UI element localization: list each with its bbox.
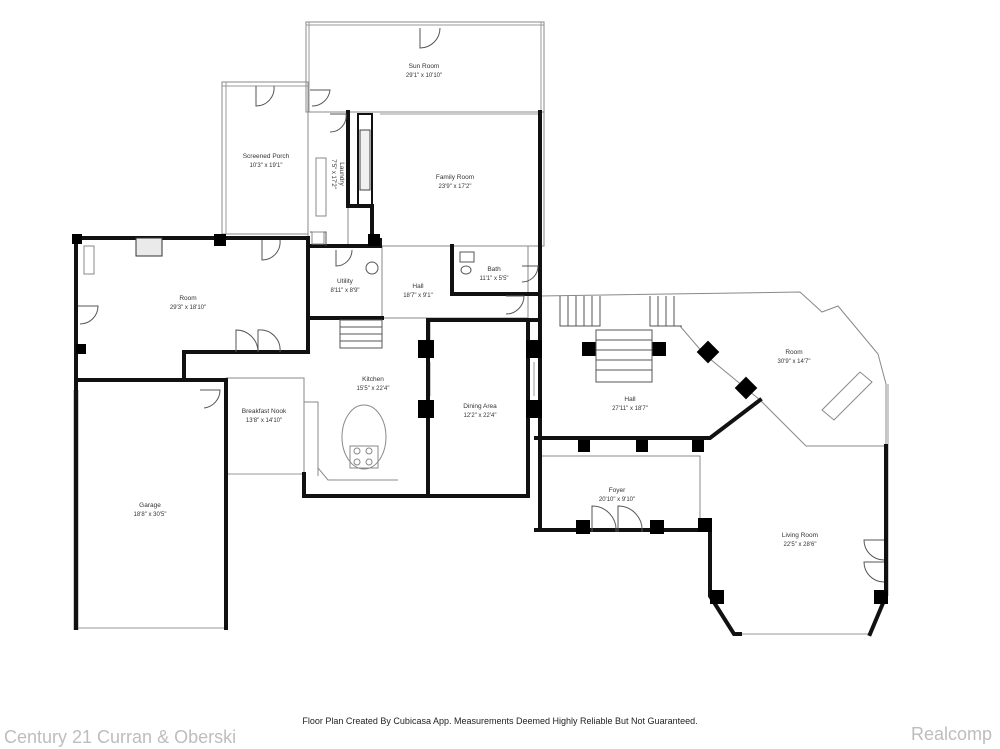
room-dim-dining-area: 12'2" x 22'4"	[464, 413, 497, 419]
room-dim-room-west: 29'3" x 18'10"	[170, 305, 206, 311]
room-dim-room-east: 30'9" x 14'7"	[778, 359, 811, 365]
pillars	[72, 234, 888, 604]
room-label-garage: Garage	[139, 502, 161, 509]
room-label-dining-area: Dining Area	[463, 403, 497, 410]
floor-plan-disclaimer: Floor Plan Created By Cubicasa App. Meas…	[302, 716, 698, 726]
room-label-utility: Utility	[337, 278, 354, 285]
room-label-sun-room: Sun Room	[409, 63, 440, 70]
room-label-foyer: Foyer	[609, 487, 626, 494]
room-label-living-room: Living Room	[782, 532, 818, 539]
doors	[78, 27, 885, 583]
room-dim-utility: 8'11" x 8'9"	[330, 288, 359, 294]
room-dim-family-room: 23'9" x 17'2"	[439, 184, 472, 190]
outline-walls	[73, 21, 889, 635]
room-dim-sun-room: 29'1" x 10'10"	[406, 73, 442, 79]
room-dim-breakfast-nook: 13'8" x 14'10"	[246, 418, 282, 424]
room-label-screened-porch: Screened Porch	[243, 153, 290, 160]
brokerage-watermark: Century 21 Curran & Oberski	[4, 727, 237, 747]
room-dim-kitchen: 15'5" x 22'4"	[357, 386, 390, 392]
room-labels: Sun Room 29'1" x 10'10" Screened Porch 1…	[134, 63, 819, 548]
room-dim-garage: 18'8" x 30'5"	[134, 512, 167, 518]
room-dim-laundry: 7'5" x 17'2"	[330, 159, 336, 189]
room-dim-hall-center: 18'7" x 9'1"	[403, 293, 433, 299]
room-label-breakfast-nook: Breakfast Nook	[242, 408, 287, 415]
stairs	[339, 296, 682, 383]
room-dim-foyer: 20'10" x 9'10"	[599, 497, 635, 503]
realcomp-watermark: Realcomp	[910, 724, 992, 744]
room-label-family-room: Family Room	[436, 174, 474, 181]
room-label-laundry: Laundry	[338, 162, 345, 186]
room-label-bath: Bath	[487, 266, 501, 273]
room-label-hall-center: Hall	[412, 283, 424, 290]
room-dim-bath: 11'1" x 5'5"	[479, 276, 508, 282]
room-dim-living-room: 22'5" x 28'6"	[784, 542, 817, 548]
room-dim-screened-porch: 10'3" x 19'1"	[250, 163, 283, 169]
room-label-kitchen: Kitchen	[362, 376, 384, 383]
room-label-hall-east: Hall	[624, 396, 636, 403]
room-label-room-west: Room	[179, 295, 196, 302]
room-label-room-east: Room	[785, 349, 802, 356]
room-dim-hall-east: 27'11" x 18'7"	[612, 406, 648, 412]
structural-walls	[74, 110, 888, 637]
